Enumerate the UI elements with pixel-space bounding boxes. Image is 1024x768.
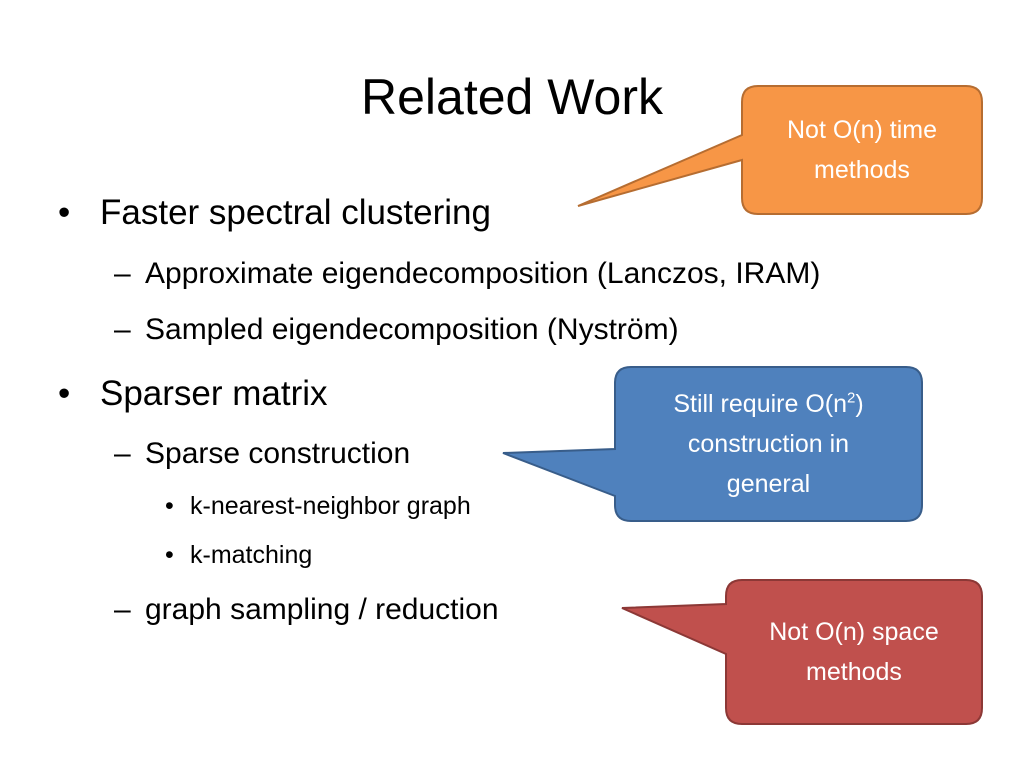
- bullet-text: Faster spectral clustering: [100, 193, 491, 232]
- bullet-text: Sparse construction: [145, 437, 411, 470]
- bullet-text: Approximate eigendecomposition (Lanczos,…: [145, 257, 821, 290]
- bullet-marker: •: [165, 492, 174, 520]
- bullet-level2: –Approximate eigendecomposition (Lanczos…: [114, 256, 820, 292]
- callout-space-line2: methods: [806, 658, 902, 686]
- bullet-text: graph sampling / reduction: [145, 593, 499, 626]
- callout-construction-line1: Still require O(n2): [673, 389, 864, 418]
- bullet-marker: •: [58, 374, 71, 413]
- bullet-text: k-matching: [190, 541, 313, 569]
- bullet-level3: • k-matching: [165, 540, 312, 570]
- bullet-marker: –: [114, 313, 131, 346]
- callout-construction-line2: construction in: [687, 430, 850, 458]
- callout-time: Not O(n) time methods: [742, 86, 982, 214]
- bullet-marker: –: [114, 593, 131, 626]
- callout-time-line1: Not O(n) time: [786, 116, 938, 144]
- bullet-text: k-nearest-neighbor graph: [190, 492, 471, 520]
- bullet-marker: –: [114, 437, 131, 470]
- callout-time-line2: methods: [814, 156, 910, 184]
- callout-construction-line3: general: [726, 470, 811, 498]
- bullet-level2: –Sampled eigendecomposition (Nyström): [114, 312, 679, 348]
- bullet-marker: –: [114, 257, 131, 290]
- bullet-marker: •: [58, 193, 71, 232]
- callout-space: Not O(n) space methods: [726, 580, 982, 724]
- bullet-marker: •: [165, 541, 174, 569]
- bullet-level2: –graph sampling / reduction: [114, 592, 499, 628]
- bullet-level3: • k-nearest-neighbor graph: [165, 491, 471, 521]
- bullet-level2: –Sparse construction: [114, 436, 410, 472]
- callout-construction: Still require O(n2) construction in gene…: [615, 367, 922, 521]
- bullet-level1: • Faster spectral clustering: [58, 192, 491, 234]
- callout-space-line1: Not O(n) space: [769, 618, 939, 646]
- bullet-level1: • Sparser matrix: [58, 373, 328, 415]
- bullet-text: Sparser matrix: [100, 374, 328, 413]
- bullet-text: Sampled eigendecomposition (Nyström): [145, 313, 679, 346]
